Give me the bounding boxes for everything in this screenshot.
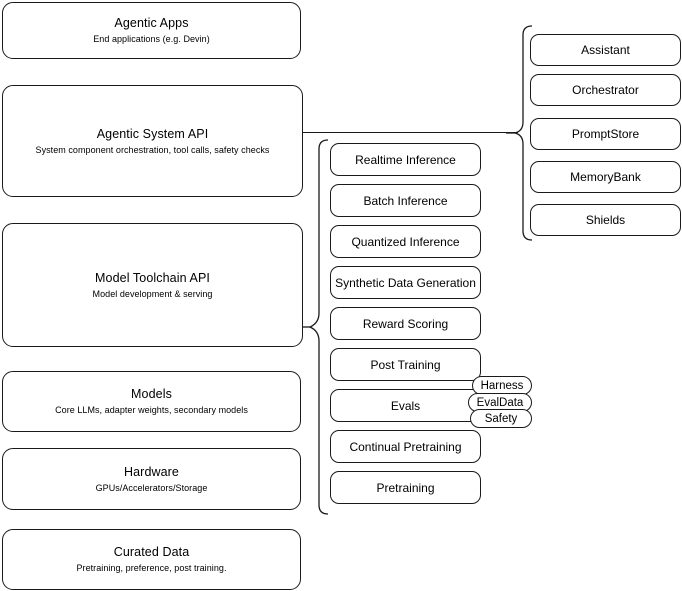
item-label: MemoryBank [570, 170, 641, 184]
item-label: Pretraining [376, 480, 435, 495]
brace-model-toolchain [303, 135, 329, 520]
layer-box-agentic-system-api[interactable]: Agentic System API System component orch… [2, 85, 303, 197]
layer-title: Agentic Apps [114, 16, 189, 30]
layer-box-curated-data[interactable]: Curated Data Pretraining, preference, po… [2, 529, 301, 590]
item-label: Shields [585, 213, 626, 227]
layer-subtitle: System component orchestration, tool cal… [35, 144, 270, 155]
system-item-assistant[interactable]: Assistant [530, 34, 681, 66]
item-label: Quantized Inference [351, 234, 460, 249]
layer-subtitle: Pretraining, preference, post training. [76, 563, 227, 573]
layer-box-model-toolchain-api[interactable]: Model Toolchain API Model development & … [2, 223, 303, 347]
system-item-promptstore[interactable]: PromptStore [530, 118, 681, 150]
layer-title: Model Toolchain API [95, 270, 210, 285]
toolchain-item-quantized-inference[interactable]: Quantized Inference [330, 225, 481, 258]
item-label: Reward Scoring [362, 316, 449, 331]
layer-subtitle: Model development & serving [92, 288, 213, 299]
item-label: Realtime Inference [355, 152, 456, 167]
toolchain-item-realtime-inference[interactable]: Realtime Inference [330, 143, 481, 176]
toolchain-item-continual-pretraining[interactable]: Continual Pretraining [330, 430, 481, 463]
eval-tag-evaldata[interactable]: EvalData [468, 393, 532, 412]
layer-title: Hardware [124, 464, 179, 479]
item-label: Batch Inference [363, 193, 448, 208]
pill-label: Safety [484, 412, 518, 425]
toolchain-item-evals[interactable]: Evals [330, 389, 481, 422]
item-label: Evals [390, 398, 421, 413]
layer-subtitle: GPUs/Accelerators/Storage [95, 482, 208, 493]
toolchain-item-pretraining[interactable]: Pretraining [330, 471, 481, 504]
system-item-memorybank[interactable]: MemoryBank [530, 161, 681, 193]
toolchain-item-post-training[interactable]: Post Training [330, 348, 481, 381]
item-label: Synthetic Data Generation [335, 275, 476, 290]
toolchain-item-reward-scoring[interactable]: Reward Scoring [330, 307, 481, 340]
item-label: Continual Pretraining [349, 439, 462, 454]
system-item-shields[interactable]: Shields [530, 204, 681, 236]
eval-tag-safety[interactable]: Safety [470, 409, 532, 428]
layer-title: Curated Data [113, 545, 190, 559]
pill-label: EvalData [476, 396, 524, 409]
toolchain-item-synthetic-data-generation[interactable]: Synthetic Data Generation [330, 266, 481, 299]
layer-title: Models [131, 387, 172, 401]
layer-box-models[interactable]: Models Core LLMs, adapter weights, secon… [2, 371, 301, 432]
item-label: Post Training [370, 357, 441, 372]
pill-label: Harness [480, 379, 524, 392]
layer-title: Agentic System API [96, 126, 209, 141]
toolchain-item-batch-inference[interactable]: Batch Inference [330, 184, 481, 217]
system-item-orchestrator[interactable]: Orchestrator [530, 74, 681, 106]
connector-line-system-api-to-components [303, 132, 518, 133]
layer-subtitle: Core LLMs, adapter weights, secondary mo… [55, 405, 248, 415]
item-label: Assistant [581, 43, 630, 57]
layer-box-hardware[interactable]: Hardware GPUs/Accelerators/Storage [2, 448, 301, 510]
brace-agentic-system-components [506, 22, 534, 244]
item-label: PromptStore [571, 127, 640, 141]
item-label: Orchestrator [572, 83, 639, 97]
layer-subtitle: End applications (e.g. Devin) [93, 34, 210, 44]
layer-box-agentic-apps[interactable]: Agentic Apps End applications (e.g. Devi… [2, 2, 301, 59]
